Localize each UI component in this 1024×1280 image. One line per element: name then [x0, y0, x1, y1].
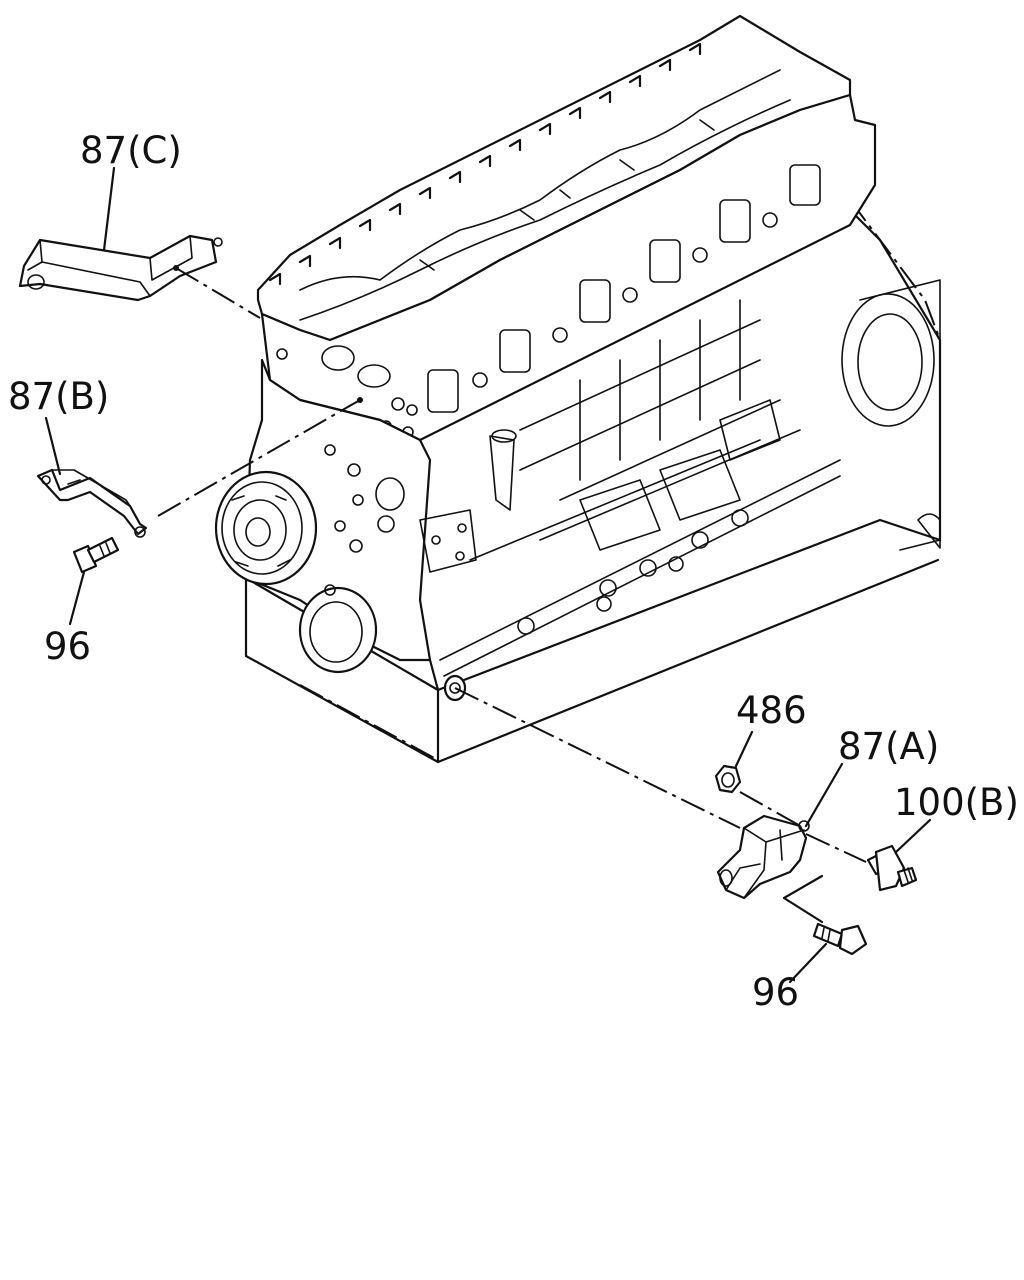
leader-87b [44, 416, 62, 476]
bolt-96-upper [72, 536, 120, 574]
nut-486 [714, 764, 742, 794]
callout-87c: 87(C) [80, 129, 182, 172]
callout-87b: 87(B) [8, 375, 110, 418]
connector-87b [157, 399, 361, 517]
crank-pulley [214, 470, 318, 586]
callout-486: 486 [736, 689, 807, 732]
connector-87a [454, 687, 741, 829]
leader-96-upper [68, 570, 86, 626]
leader-87c [102, 166, 116, 252]
leader-100b [894, 818, 932, 854]
leader-486 [734, 730, 754, 768]
stud-100b [866, 844, 918, 892]
callout-96-upper: 96 [44, 625, 92, 668]
bolt-96-lower [812, 922, 868, 956]
callout-96-lower: 96 [752, 971, 800, 1014]
bracket-87a [716, 814, 810, 900]
leader-87a [804, 762, 844, 828]
leader-96-lower [788, 942, 828, 984]
bracket-87c [18, 234, 223, 302]
callout-100b: 100(B) [894, 781, 1019, 824]
bracket-87b [36, 468, 148, 538]
connector-486 [739, 791, 805, 829]
connector-96-lower [782, 874, 824, 924]
connector-87c [175, 267, 261, 319]
callout-87a: 87(A) [838, 725, 940, 768]
connector-100b [805, 833, 867, 863]
engine-block [214, 14, 942, 764]
